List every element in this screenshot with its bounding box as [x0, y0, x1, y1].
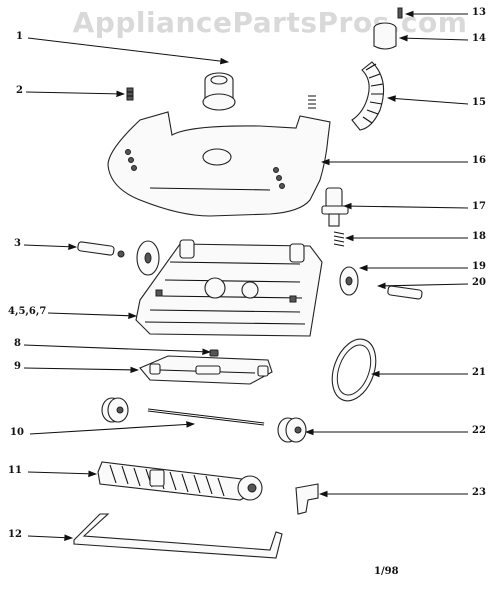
part-2-screw — [126, 87, 134, 101]
part-20-axle — [387, 285, 423, 300]
callout-18: 18 — [472, 231, 486, 242]
small-spring — [308, 95, 316, 109]
part-12-bumper — [73, 513, 283, 559]
part-13-screw — [397, 7, 403, 19]
date-code: 1/98 — [374, 566, 399, 577]
callout-21: 21 — [472, 367, 486, 378]
callout-13: 13 — [472, 7, 486, 18]
callout-17: 17 — [472, 201, 486, 212]
part-15-flexible-hose — [351, 61, 385, 131]
callout-9: 9 — [14, 361, 21, 372]
part-3-axle — [77, 241, 115, 256]
part-8-clip — [209, 349, 219, 357]
part-22-end-cap — [277, 417, 307, 443]
part-19-wheel — [339, 266, 359, 296]
part-10-rod — [147, 408, 265, 426]
callout-23: 23 — [472, 487, 486, 498]
part-1-connector — [202, 72, 236, 111]
part-4567-base-chassis — [135, 239, 323, 337]
part-14-cuff — [373, 22, 397, 50]
callout-20: 20 — [472, 277, 486, 288]
left-wheel — [117, 240, 160, 276]
left-end-cap — [101, 397, 129, 423]
callout-14: 14 — [472, 33, 486, 44]
part-9-bottom-plate — [139, 355, 273, 385]
part-18-spring — [333, 231, 345, 247]
callout-3: 3 — [14, 238, 21, 249]
callout-12: 12 — [8, 529, 22, 540]
leader-lines — [23, 10, 469, 541]
part-11-brushroll — [97, 461, 263, 501]
callout-22: 22 — [472, 425, 486, 436]
callout-2: 2 — [16, 85, 23, 96]
callout-1: 1 — [16, 31, 23, 42]
callout-10: 10 — [10, 427, 24, 438]
callout-4567: 4,5,6,7 — [8, 306, 47, 317]
part-17-fitting — [321, 187, 349, 227]
part-23-bracket — [295, 483, 319, 515]
callout-15: 15 — [472, 97, 486, 108]
callout-16: 16 — [472, 155, 486, 166]
callout-8: 8 — [14, 338, 21, 349]
part-16-hood — [107, 111, 331, 217]
part-21-belt — [331, 338, 377, 402]
callout-19: 19 — [472, 261, 486, 272]
callout-11: 11 — [8, 465, 22, 476]
